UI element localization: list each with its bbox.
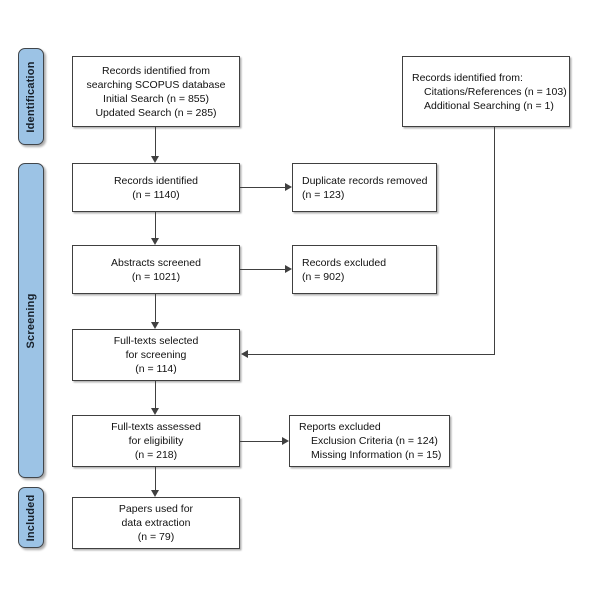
box-line: Missing Information (n = 15) (311, 449, 442, 461)
connector-other-sources-horizontal (248, 353, 495, 355)
box-line: data extraction (121, 517, 191, 529)
box-duplicates-removed: Duplicate records removed (n = 123) (292, 163, 437, 212)
box-fulltexts-selected: Full-texts selected for screening (n = 1… (72, 329, 240, 381)
connector-total-to-duplicates (240, 187, 285, 189)
arrowhead-assessed-to-reports-excluded (282, 436, 289, 445)
box-records-identified-scopus: Records identified from searching SCOPUS… (72, 56, 240, 127)
box-line: Records identified (113, 174, 199, 187)
box-line: Full-texts selected (113, 335, 199, 347)
phase-label-identification: Identification (25, 60, 37, 133)
box-line: Citations/References (n = 103) (424, 85, 567, 98)
box-line: (n = 902) (302, 270, 345, 283)
box-line: Reports excluded (299, 421, 381, 433)
box-line: (n = 114) (135, 363, 177, 375)
arrowhead-total-to-duplicates (285, 182, 292, 191)
box-line: searching SCOPUS database (86, 78, 226, 91)
box-line: for screening (125, 349, 187, 361)
box-line: (n = 123) (302, 188, 345, 201)
arrowhead-total-to-abstracts (150, 238, 159, 245)
box-line: (n = 1140) (132, 188, 180, 201)
box-line: (n = 79) (137, 531, 175, 543)
arrowhead-abstracts-to-fulltexts-selected (150, 322, 159, 329)
box-line: Records identified from (102, 64, 210, 77)
phase-label-screening: Screening (25, 293, 37, 348)
connector-other-sources-vertical (494, 127, 496, 355)
arrowhead-other-sources-to-fulltexts-selected (241, 350, 248, 358)
connector-assessed-to-papers-used (155, 467, 157, 490)
box-line: Updated Search (n = 285) (95, 106, 217, 119)
arrowhead-selected-to-assessed (150, 408, 159, 415)
box-line: (n = 1021) (131, 270, 181, 283)
box-line: Exclusion Criteria (n = 124) (311, 435, 438, 447)
connector-scopus-to-total (155, 127, 157, 156)
arrowhead-abstracts-to-excluded (285, 264, 292, 273)
box-line: for eligibility (128, 435, 184, 447)
box-records-excluded: Records excluded (n = 902) (292, 245, 437, 294)
connector-abstracts-to-fulltexts-selected (155, 294, 157, 322)
box-line: Records identified from: (412, 71, 523, 84)
box-line: Records excluded (302, 256, 387, 269)
box-fulltexts-assessed: Full-texts assessed for eligibility (n =… (72, 415, 240, 467)
arrowhead-assessed-to-papers-used (150, 490, 159, 497)
box-line: Duplicate records removed (302, 174, 428, 187)
box-line: Full-texts assessed (111, 421, 201, 433)
box-line: Papers used for (118, 503, 194, 515)
connector-assessed-to-reports-excluded (240, 441, 282, 443)
box-papers-used: Papers used for data extraction (n = 79) (72, 497, 240, 549)
arrowhead-scopus-to-total (150, 156, 159, 163)
phase-bar-included: Included (18, 487, 44, 548)
phase-bar-screening: Screening (18, 163, 44, 478)
connector-abstracts-to-excluded (240, 269, 285, 271)
box-records-identified-other: Records identified from: Citations/Refer… (402, 56, 570, 127)
phase-label-included: Included (25, 494, 37, 541)
box-line: Abstracts screened (111, 256, 201, 269)
box-reports-excluded: Reports excluded Exclusion Criteria (n =… (289, 415, 450, 467)
phase-bar-identification: Identification (18, 48, 44, 145)
connector-total-to-abstracts (155, 212, 157, 238)
box-abstracts-screened: Abstracts screened (n = 1021) (72, 245, 240, 294)
box-records-identified-total: Records identified (n = 1140) (72, 163, 240, 212)
box-line: Additional Searching (n = 1) (424, 99, 554, 112)
box-line: Initial Search (n = 855) (103, 92, 209, 105)
connector-selected-to-assessed (155, 381, 157, 408)
box-line: (n = 218) (134, 449, 178, 461)
